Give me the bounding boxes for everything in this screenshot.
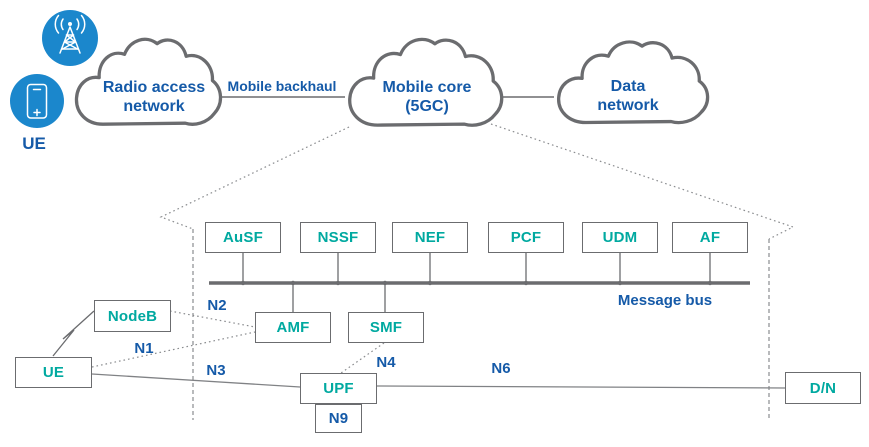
nf-box-nssf: NSSF: [300, 222, 376, 253]
node-box-dn: D/N: [785, 372, 861, 404]
bus-connection-dots: [240, 280, 713, 286]
radio-tower-icon: [42, 10, 98, 66]
nf-box-udm: UDM: [582, 222, 658, 253]
nf-box-af: AF: [672, 222, 748, 253]
node-box-nodeb: NodeB: [94, 300, 171, 332]
bus-connectors: [242, 253, 711, 312]
link-n3: [91, 373, 301, 388]
nf-box-upf: UPF: [300, 373, 377, 404]
interface-label-n4: N4: [376, 354, 396, 371]
link-n2: [169, 310, 256, 328]
cloud-label-line: network: [123, 98, 185, 115]
ue-icon-label: UE: [22, 134, 46, 153]
nf-box-pcf: PCF: [488, 222, 564, 253]
node-box-ue: UE: [15, 357, 92, 388]
mobile-backhaul-label: Mobile backhaul: [227, 78, 337, 94]
message-bus-label: Message bus: [617, 292, 713, 309]
interface-label-n1: N1: [134, 340, 154, 357]
cloud-label-line: network: [597, 97, 659, 114]
cloud-label-line: Mobile core: [382, 79, 472, 96]
expansion-outline-right: [490, 123, 795, 240]
cloud-label-radio-access-network: Radio access network: [84, 78, 224, 116]
cloud-label-line: Data: [610, 78, 646, 95]
cloud-label-data-network: Data network: [558, 77, 698, 115]
wireless-zigzag-link: [52, 310, 95, 357]
nf-box-ausf: AuSF: [205, 222, 281, 253]
link-n1: [91, 331, 256, 368]
nf-box-amf: AMF: [255, 312, 331, 343]
smartphone-icon: [10, 74, 64, 128]
interface-box-n9: N9: [315, 404, 362, 433]
cloud-label-line: Radio access: [102, 79, 206, 96]
cloud-label-line: (5GC): [405, 98, 449, 115]
nf-box-smf: SMF: [348, 312, 424, 343]
interface-label-n6: N6: [491, 360, 511, 377]
cloud-label-mobile-core: Mobile core (5GC): [357, 78, 497, 116]
interface-label-n2: N2: [207, 297, 227, 314]
expansion-outline-left: [159, 126, 350, 230]
link-n6: [376, 385, 786, 389]
interface-label-n3: N3: [206, 362, 226, 379]
nf-box-nef: NEF: [392, 222, 468, 253]
